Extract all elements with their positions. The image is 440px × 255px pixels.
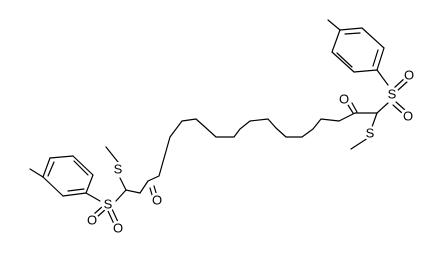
bond-ring-to-sulfonyl-right (376, 69, 389, 86)
atom-o-ketone-right: O (339, 92, 349, 107)
atom-o-sulfonyl-left-a: O (113, 221, 123, 236)
atom-s-sulfonyl-left: S (104, 197, 113, 212)
atom-o-sulfonyl-left-b: O (87, 213, 97, 228)
left-tolyl-ring (29, 155, 101, 202)
atom-o-ketone-left: O (152, 193, 162, 208)
atom-s-sulfonyl-right: S (388, 87, 397, 102)
atom-o-sulfonyl-right-a: O (404, 68, 414, 83)
right-tolyl-ring (327, 19, 385, 73)
atom-s-thio-left: S (114, 162, 123, 177)
atom-o-sulfonyl-right-b: O (403, 109, 413, 124)
atom-s-thio-right: S (366, 126, 375, 141)
